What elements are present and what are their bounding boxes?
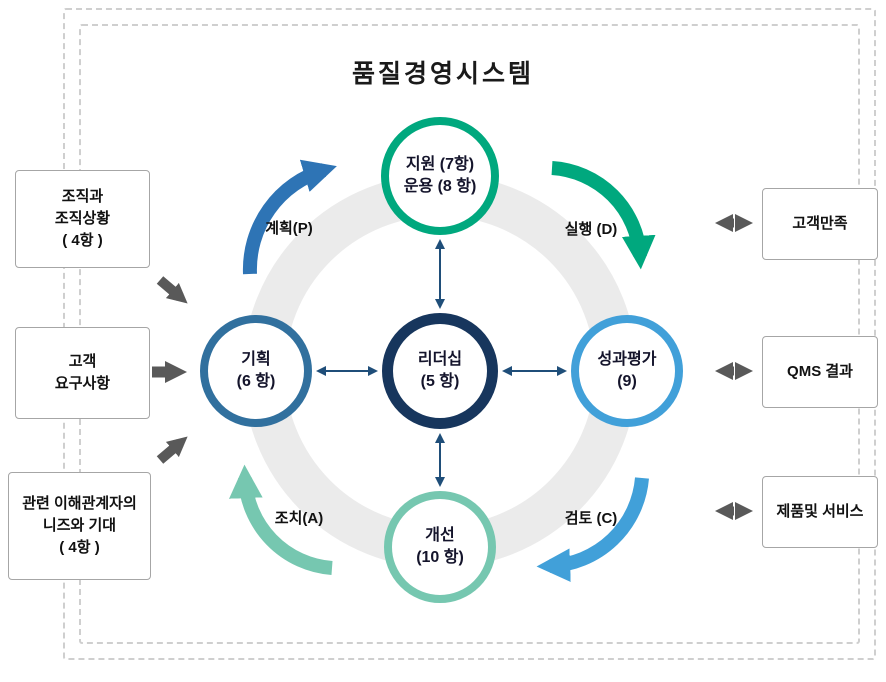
left-box-organization-line2: 조직상황 bbox=[54, 210, 111, 228]
right-box-qms-label: QMS 결과 bbox=[787, 363, 853, 381]
label-check: 검토 (C) bbox=[564, 510, 618, 527]
left-box-organization-line3: ( 4항 ) bbox=[62, 231, 103, 249]
right-box-satisfaction-label: 고객만족 bbox=[792, 215, 848, 233]
right-box-customer-satisfaction: 고객만족 bbox=[762, 188, 878, 260]
right-box-products-label: 제품및 서비스 bbox=[776, 503, 864, 521]
left-box-organization-line1: 조직과 bbox=[61, 188, 104, 206]
label-plan: 계획(P) bbox=[265, 220, 313, 237]
left-box-customer-requirements: 고객 요구사항 bbox=[15, 327, 150, 419]
do-curved-arrow bbox=[551, 161, 656, 270]
node-improvement-line2: (10 항) bbox=[416, 549, 464, 566]
node-support-line2: 운용 (8 항) bbox=[403, 178, 477, 195]
left-box-customer-line1: 고객 bbox=[68, 353, 97, 371]
node-leadership-line2: (5 항) bbox=[420, 373, 460, 390]
label-do: 실행 (D) bbox=[564, 221, 618, 238]
left-box-customer-line2: 요구사항 bbox=[54, 375, 111, 392]
node-planning: 기획 (6 항) bbox=[200, 315, 312, 427]
right-box-qms-results: QMS 결과 bbox=[762, 336, 878, 408]
left-box-stakeholder-line2: 니즈와 기대 bbox=[42, 517, 117, 535]
node-leadership: 리더십 (5 항) bbox=[382, 313, 498, 429]
left-box-organization-context: 조직과 조직상황 ( 4항 ) bbox=[15, 170, 150, 268]
node-support-line1: 지원 (7항) bbox=[405, 156, 475, 174]
node-support-operation: 지원 (7항) 운용 (8 항) bbox=[381, 117, 499, 235]
left-box-stakeholder-line1: 관련 이해관계자의 bbox=[22, 495, 137, 513]
page-title: 품질경영시스템 bbox=[351, 60, 534, 88]
plan-curved-arrow bbox=[242, 159, 337, 275]
node-improvement-line1: 개선 bbox=[425, 527, 455, 545]
node-improvement: 개선 (10 항) bbox=[384, 491, 496, 603]
check-curved-arrow bbox=[536, 477, 649, 583]
node-evaluation-line1: 성과평가 bbox=[597, 351, 657, 369]
node-planning-line1: 기획 bbox=[241, 351, 271, 369]
node-performance-evaluation: 성과평가 (9) bbox=[571, 315, 683, 427]
left-box-stakeholder-line3: ( 4항 ) bbox=[59, 538, 100, 556]
node-evaluation-line2: (9) bbox=[617, 373, 637, 390]
right-box-products-services: 제품및 서비스 bbox=[762, 476, 878, 548]
label-act: 조치(A) bbox=[274, 510, 324, 527]
node-planning-line2: (6 항) bbox=[236, 373, 276, 390]
act-curved-arrow bbox=[229, 464, 333, 575]
input-arrow-organization bbox=[156, 276, 188, 304]
input-arrow-stakeholders bbox=[156, 436, 188, 464]
left-box-stakeholder-needs: 관련 이해관계자의 니즈와 기대 ( 4항 ) bbox=[8, 472, 151, 580]
node-leadership-line1: 리더십 bbox=[417, 351, 463, 369]
